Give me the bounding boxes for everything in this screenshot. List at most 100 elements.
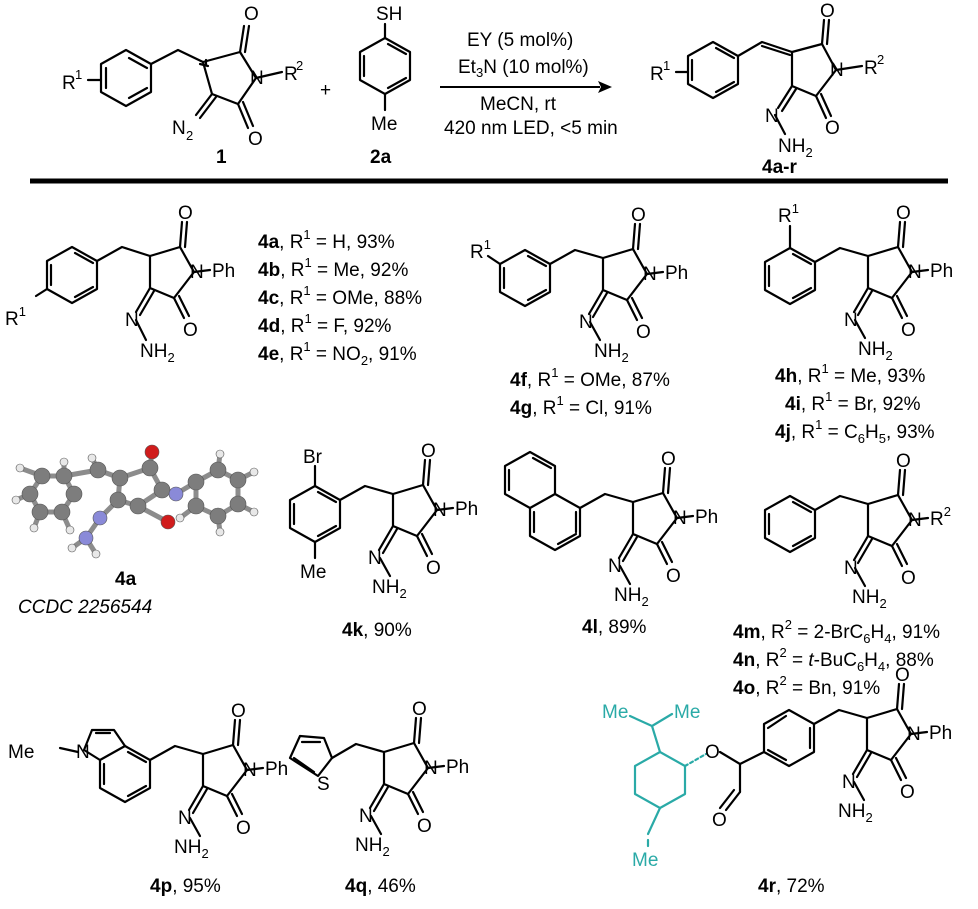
4r-n: N <box>907 724 921 745</box>
thiol-sh: SH <box>376 4 402 25</box>
4f-nh2: NH2 <box>594 341 629 365</box>
4k-nh2: NH2 <box>372 577 407 601</box>
crystal-atom <box>33 467 51 485</box>
4k-label: 4k, 90% <box>342 620 412 641</box>
4f-o-top: O <box>631 205 646 226</box>
product-4h-4j-structure: O O N Ph N NH2 R1 <box>763 201 953 363</box>
crystal-atom <box>59 457 69 467</box>
entries-4h-4j: 4h, R1 = Me, 93% 4i, R1 = Br, 92% 4j, R1… <box>775 361 935 446</box>
4h-r1: R1 <box>778 201 799 227</box>
entry-4m: 4m, R2 = 2-BrC6H4, 91% <box>733 617 940 646</box>
product-hydrazone-n: N <box>765 106 779 127</box>
product-r2-sup: 2 <box>877 52 884 67</box>
4q-hydrazone-n: N <box>359 806 373 827</box>
crystal-atom <box>55 467 73 485</box>
4r-menthyl-me-3: Me <box>632 850 658 871</box>
4k-hydrazone-n: N <box>368 548 382 569</box>
4f-ph: Ph <box>665 263 688 284</box>
entry-4d: 4d, R1 = F, 92% <box>258 311 392 337</box>
carbonyl-o-bottom: O <box>248 129 263 150</box>
entry-4f: 4f, R1 = OMe, 87% <box>510 365 670 391</box>
4q-nh2: NH2 <box>355 835 390 859</box>
4p-n: N <box>243 760 257 781</box>
4p-label: 4p, 95% <box>150 876 221 897</box>
r1-label: R <box>62 73 76 94</box>
4p-nh2: NH2 <box>174 837 209 861</box>
4a-nh2: NH2 <box>140 341 175 365</box>
crystal-label: 4a <box>115 569 137 590</box>
product-imide-n: N <box>830 60 844 81</box>
4p-indole-n: N <box>76 742 90 763</box>
4q-thiophene-s: S <box>317 774 330 795</box>
crystal-atom <box>87 453 97 463</box>
4k-br: Br <box>303 447 323 468</box>
4a-ph: Ph <box>212 261 235 282</box>
entries-4m-4o: 4m, R2 = 2-BrC6H4, 91% 4n, R2 = t-BuC6H4… <box>733 617 940 699</box>
4l-ph: Ph <box>695 507 718 528</box>
product-nh2: NH2 <box>778 136 813 160</box>
4r-ester-o: O <box>705 742 720 763</box>
product-4r-structure: Me Me Me O O O O N Ph N NH2 4r, 72% <box>602 665 952 897</box>
crystal-atom <box>111 469 129 487</box>
crystal-atom <box>92 510 108 526</box>
4q-label: 4q, 46% <box>345 876 416 897</box>
crystal-atom <box>129 497 147 515</box>
crystal-atom <box>209 507 227 525</box>
4k-ph: Ph <box>455 499 478 520</box>
crystal-atom <box>65 525 75 535</box>
4a-n: N <box>190 262 204 283</box>
entry-4g: 4g, R1 = Cl, 91% <box>510 393 652 419</box>
crystal-atom <box>11 495 21 505</box>
4r-o-top: O <box>895 665 910 686</box>
entry-4a: 4a, R1 = H, 93% <box>258 227 395 253</box>
4h-n: N <box>908 262 922 283</box>
product-o-bottom: O <box>825 118 840 139</box>
4l-o-bottom: O <box>666 566 681 587</box>
4l-hydrazone-n: N <box>608 556 622 577</box>
4f-r1: R1 <box>470 237 491 263</box>
crystal-atom <box>153 481 171 499</box>
entry-4h: 4h, R1 = Me, 93% <box>775 361 925 387</box>
carbonyl-o-top: O <box>244 4 259 25</box>
crystal-atom <box>249 467 259 477</box>
product-label: 4a-r <box>762 157 797 178</box>
r2-label: R <box>284 64 298 85</box>
plus-sign: + <box>320 80 331 101</box>
ccdc-number: CCDC 2256544 <box>18 597 152 618</box>
crystal-atom <box>65 485 83 503</box>
crystal-atom <box>187 497 205 515</box>
product-r1: R <box>650 64 664 85</box>
4p-me: Me <box>8 742 34 763</box>
crystal-atom <box>141 459 159 477</box>
4m-o-top: O <box>896 451 911 472</box>
4a-r1: R1 <box>5 304 26 330</box>
crystal-atom <box>160 514 176 530</box>
crystal-atom <box>53 503 71 521</box>
4p-ph: Ph <box>265 759 288 780</box>
4r-carbonyl-o: O <box>712 810 727 831</box>
diazo-n2-subscript: 2 <box>186 128 193 143</box>
4r-label: 4r, 72% <box>758 876 825 897</box>
crystal-atom <box>31 503 49 521</box>
crystal-atom <box>67 543 77 553</box>
crystal-atom <box>215 449 225 459</box>
4h-ph: Ph <box>930 261 953 282</box>
4l-label: 4l, 89% <box>582 617 647 638</box>
4k-n: N <box>433 500 447 521</box>
4p-o-bottom: O <box>236 818 251 839</box>
product-o-top: O <box>820 1 835 22</box>
4r-menthyl-me-2: Me <box>674 702 700 723</box>
crystal-atom <box>215 527 225 537</box>
4m-r2: R2 <box>930 504 951 530</box>
crystal-atom <box>15 463 25 473</box>
crystal-structure-4a <box>11 444 259 559</box>
product-4f-4g-structure: O O N Ph N NH2 R1 <box>470 205 688 365</box>
crystal-atom <box>168 486 184 502</box>
4a-o-bottom: O <box>183 320 198 341</box>
product-4l-structure: O O N Ph N NH2 4l, 89% <box>503 449 718 638</box>
crystal-atom <box>109 491 127 509</box>
4l-n: N <box>673 508 687 529</box>
crystal-atom <box>78 530 94 546</box>
4k-o-bottom: O <box>426 558 441 579</box>
crystal-atom <box>187 473 205 491</box>
